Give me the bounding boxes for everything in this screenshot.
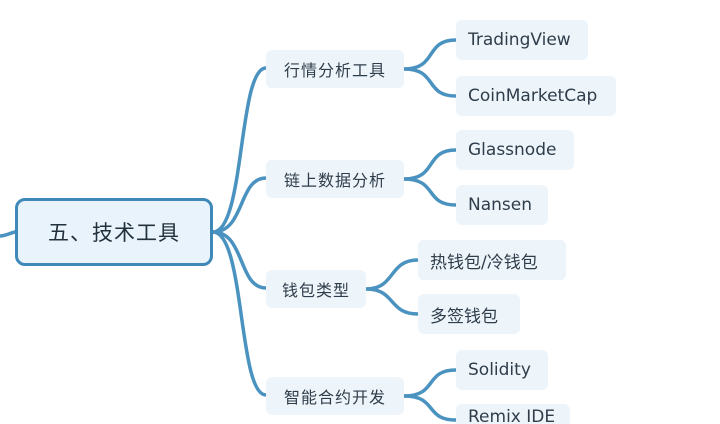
leaf-node-hot-cold-wallet[interactable]: 热钱包/冷钱包	[418, 240, 566, 280]
leaf-node-multisig-wallet[interactable]: 多签钱包	[418, 294, 520, 334]
leaf-node-glassnode[interactable]: Glassnode	[456, 130, 574, 170]
connector-root-branch-3	[211, 230, 268, 290]
connector-root-branch-2	[211, 176, 268, 234]
branch-node-label: 链上数据分析	[283, 171, 386, 190]
branch-node-market-analysis-tools[interactable]: 行情分析工具	[266, 50, 404, 88]
leaf-node-label: CoinMarketCap	[468, 86, 598, 106]
connector-root-branch-4	[211, 230, 268, 397]
root-node[interactable]: 五、技术工具	[15, 198, 213, 266]
connector-branch-3-leaf-1	[364, 258, 420, 291]
leaf-node-label: Glassnode	[468, 140, 557, 160]
leaf-node-nansen[interactable]: Nansen	[456, 185, 548, 225]
branch-node-smart-contract-development[interactable]: 智能合约开发	[266, 377, 404, 415]
leaf-node-coinmarketcap[interactable]: CoinMarketCap	[456, 76, 616, 116]
connector-branch-1-leaf-2	[402, 67, 458, 98]
connector-parent	[0, 230, 17, 238]
branch-node-label: 钱包类型	[281, 281, 350, 300]
root-node-label: 五、技术工具	[48, 221, 180, 245]
connector-root-branch-1	[211, 66, 268, 234]
connector-branch-2-leaf-1	[402, 148, 458, 181]
leaf-node-solidity[interactable]: Solidity	[456, 350, 548, 390]
connector-branch-4-leaf-2	[402, 394, 458, 422]
leaf-node-label: 热钱包/冷钱包	[430, 252, 538, 273]
connector-branch-1-leaf-1	[402, 38, 458, 71]
branch-node-onchain-data-analysis[interactable]: 链上数据分析	[266, 160, 404, 198]
leaf-node-label: TradingView	[468, 30, 571, 50]
connector-branch-3-leaf-2	[364, 287, 420, 316]
leaf-node-label: 多签钱包	[430, 306, 498, 327]
branch-node-label: 行情分析工具	[283, 61, 386, 80]
leaf-node-label: Remix IDE	[468, 407, 556, 424]
leaf-node-label: Solidity	[468, 360, 531, 380]
connector-branch-2-leaf-2	[402, 177, 458, 207]
connector-branch-4-leaf-1	[402, 368, 458, 398]
leaf-node-label: Nansen	[468, 195, 532, 215]
branch-node-wallet-types[interactable]: 钱包类型	[266, 270, 366, 308]
leaf-node-remix-ide[interactable]: Remix IDE	[456, 404, 570, 424]
leaf-node-tradingview[interactable]: TradingView	[456, 20, 588, 60]
branch-node-label: 智能合约开发	[283, 388, 386, 407]
